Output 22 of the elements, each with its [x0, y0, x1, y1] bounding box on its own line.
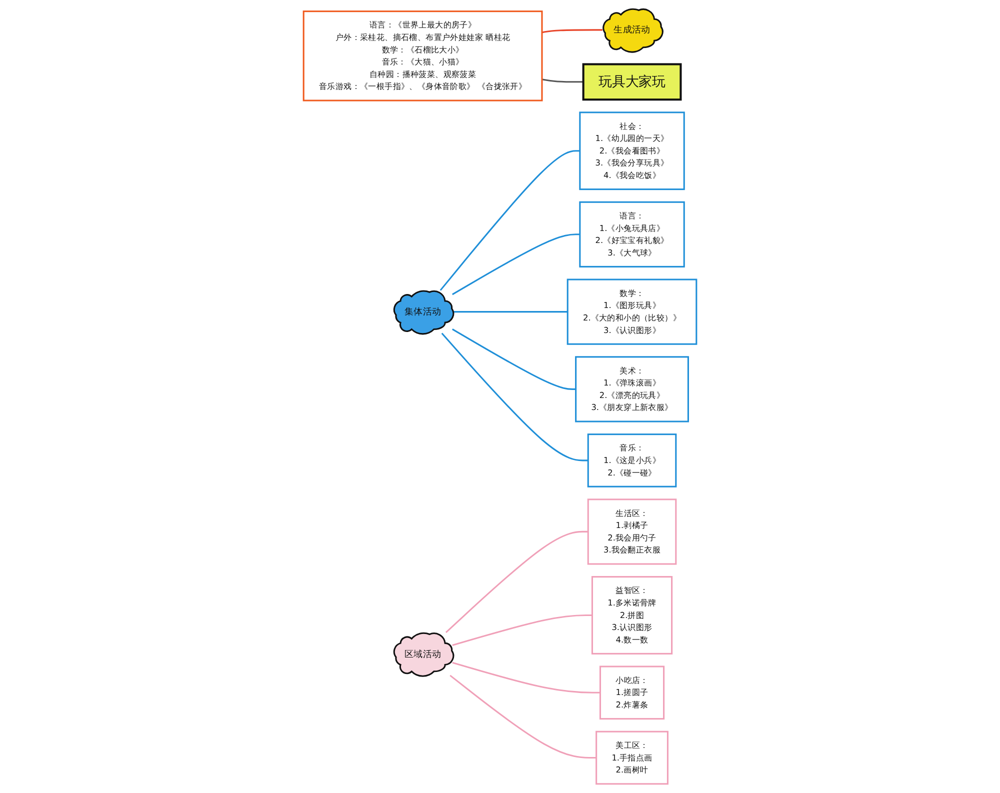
node-box: 生活区： 1.剥橘子 2.我会用勺子 3.我会翻正衣服 — [587, 498, 677, 565]
connector — [452, 614, 592, 646]
connector — [542, 78, 584, 83]
node-box: 社会： 1.《幼儿园的一天》 2.《我会看图书》 3.《我会分享玩具》 4.《我会吃饭》 — [579, 112, 685, 190]
node-box: 音乐： 1.《这是小兵》 2.《碰一碰》 — [587, 434, 677, 488]
node-box: 语言： 1.《小兔玩具店》 2.《好宝宝有礼貌》 3.《大气球》 — [579, 201, 685, 268]
connector — [452, 328, 576, 390]
connector — [450, 674, 596, 759]
node-box: 小吃店： 1.搓圆子 2.炸薯条 — [599, 666, 665, 720]
node-box: 美工区： 1.手指点画 2.画树叶 — [596, 730, 668, 785]
node-box: 美术： 1.《弹珠滚画》 2.《漂亮的玩具》 3.《朋友穿上新衣服》 — [575, 356, 689, 422]
connector — [441, 332, 588, 462]
connector — [452, 662, 600, 694]
node-box: 益智区： 1.多米诺骨牌 2.拼图 3.认识图形 4.数一数 — [591, 576, 673, 654]
connector — [452, 234, 580, 296]
connector — [542, 29, 602, 34]
connector — [452, 311, 568, 313]
connector — [445, 530, 588, 634]
node-box: 语言：《世界上最大的房子》 户外：采桂花、摘石榴、布置户外娃娃家 晒桂花 数学：《石榴比大小》 音乐：《大猫、小猫》 自种园：播种菠菜、观察菠菜 音乐游戏：《一根手指》、《身体音阶歌》 《合拢张开》 — [302, 10, 543, 102]
node-box: 数学： 1.《图形玩具》 2.《大的和小的（比较）》 3.《认识图形》 — [566, 278, 698, 345]
connector — [440, 150, 580, 291]
node-box: 玩具大家玩 — [582, 63, 682, 101]
